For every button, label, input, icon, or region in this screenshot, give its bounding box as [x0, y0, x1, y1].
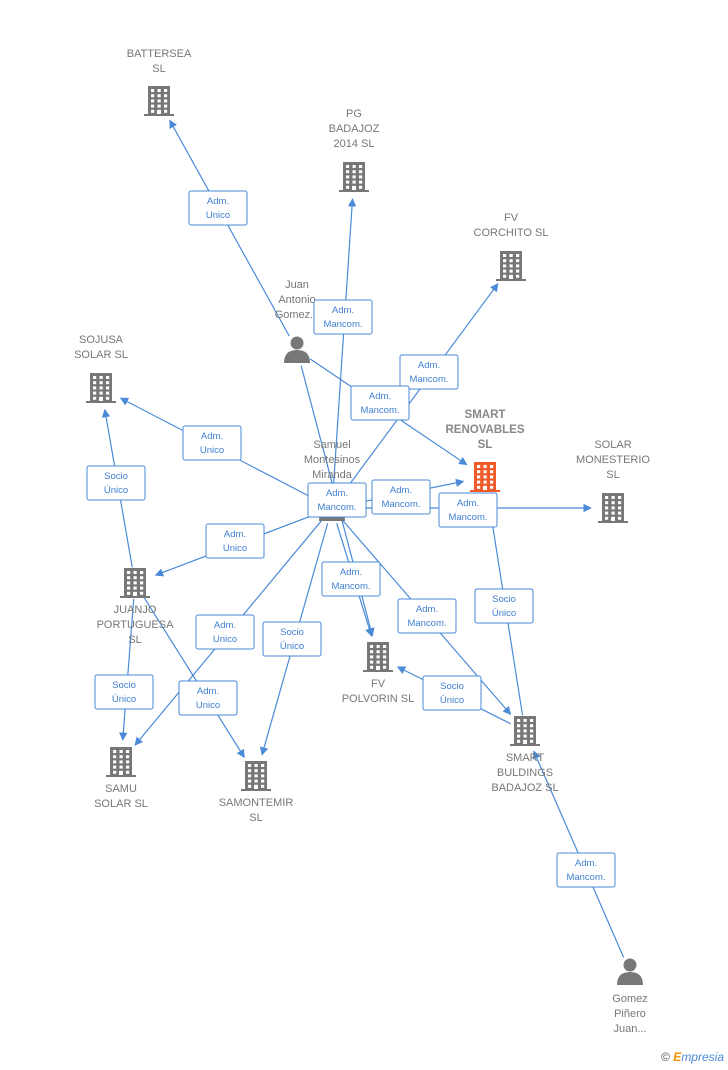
brand-initial: E — [673, 1050, 682, 1064]
building-icon — [120, 568, 150, 598]
building-icon — [510, 716, 540, 746]
role-label: Adm.Mancom. — [399, 354, 459, 390]
svg-text:Adm.Mancom.: Adm.Mancom. — [331, 567, 370, 592]
role-label: Adm.Mancom. — [307, 482, 367, 518]
svg-text:Adm.Mancom.: Adm.Mancom. — [360, 391, 399, 416]
svg-text:Adm.Unico: Adm.Unico — [213, 620, 237, 645]
svg-text:Adm.Mancom.: Adm.Mancom. — [317, 488, 356, 513]
role-label: Adm.Mancom. — [397, 598, 457, 634]
edges-layer — [101, 119, 625, 958]
footer-brand[interactable]: © Empresia — [661, 1050, 724, 1064]
role-label: Adm.Mancom. — [438, 492, 498, 528]
copyright-icon: © — [661, 1050, 670, 1064]
svg-text:Adm.Mancom.: Adm.Mancom. — [448, 498, 487, 523]
building-icon — [144, 86, 174, 116]
svg-text:Adm.Mancom.: Adm.Mancom. — [323, 305, 362, 330]
svg-text:Adm.Unico: Adm.Unico — [200, 431, 224, 456]
role-label: Adm.Unico — [182, 425, 242, 461]
edge-juanjo-to-samu_solar — [119, 598, 135, 741]
person-icon — [284, 336, 310, 363]
svg-text:Adm.Unico: Adm.Unico — [206, 196, 230, 221]
svg-text:Adm.Unico: Adm.Unico — [223, 529, 247, 554]
role-label: Adm.Mancom. — [350, 385, 410, 421]
role-label: Adm.Mancom. — [313, 299, 373, 335]
svg-text:Adm.Mancom.: Adm.Mancom. — [381, 485, 420, 510]
building-icon — [339, 162, 369, 192]
role-label: Adm.Unico — [195, 614, 255, 650]
role-label: Adm.Unico — [178, 680, 238, 716]
svg-text:Adm.Mancom.: Adm.Mancom. — [407, 604, 446, 629]
building-icon — [470, 462, 500, 492]
building-icon — [86, 373, 116, 403]
role-label: Adm.Mancom. — [321, 561, 381, 597]
svg-text:Adm.Mancom.: Adm.Mancom. — [409, 360, 448, 385]
edge-samuel-to-pg_badajoz — [332, 198, 357, 493]
role-label: Adm.Mancom. — [556, 852, 616, 888]
building-icon — [496, 251, 526, 281]
edge-juanjo-to-samontemir — [142, 596, 245, 759]
edge-juan_antonio-to-battersea — [169, 119, 290, 337]
building-icon — [241, 761, 271, 791]
role-label: Adm.Unico — [205, 523, 265, 559]
brand-name: mpresia — [681, 1050, 724, 1064]
person-icon — [617, 958, 643, 985]
svg-text:Adm.Mancom.: Adm.Mancom. — [566, 858, 605, 883]
roles-layer: Adm.UnicoAdm.Mancom.Adm.Mancom.Adm.Manco… — [86, 190, 616, 888]
role-label: Adm.Unico — [188, 190, 248, 226]
svg-text:Adm.Unico: Adm.Unico — [196, 686, 220, 711]
building-icon — [106, 747, 136, 777]
role-label: Adm.Mancom. — [371, 479, 431, 515]
building-icon — [363, 642, 393, 672]
building-icon — [598, 493, 628, 523]
